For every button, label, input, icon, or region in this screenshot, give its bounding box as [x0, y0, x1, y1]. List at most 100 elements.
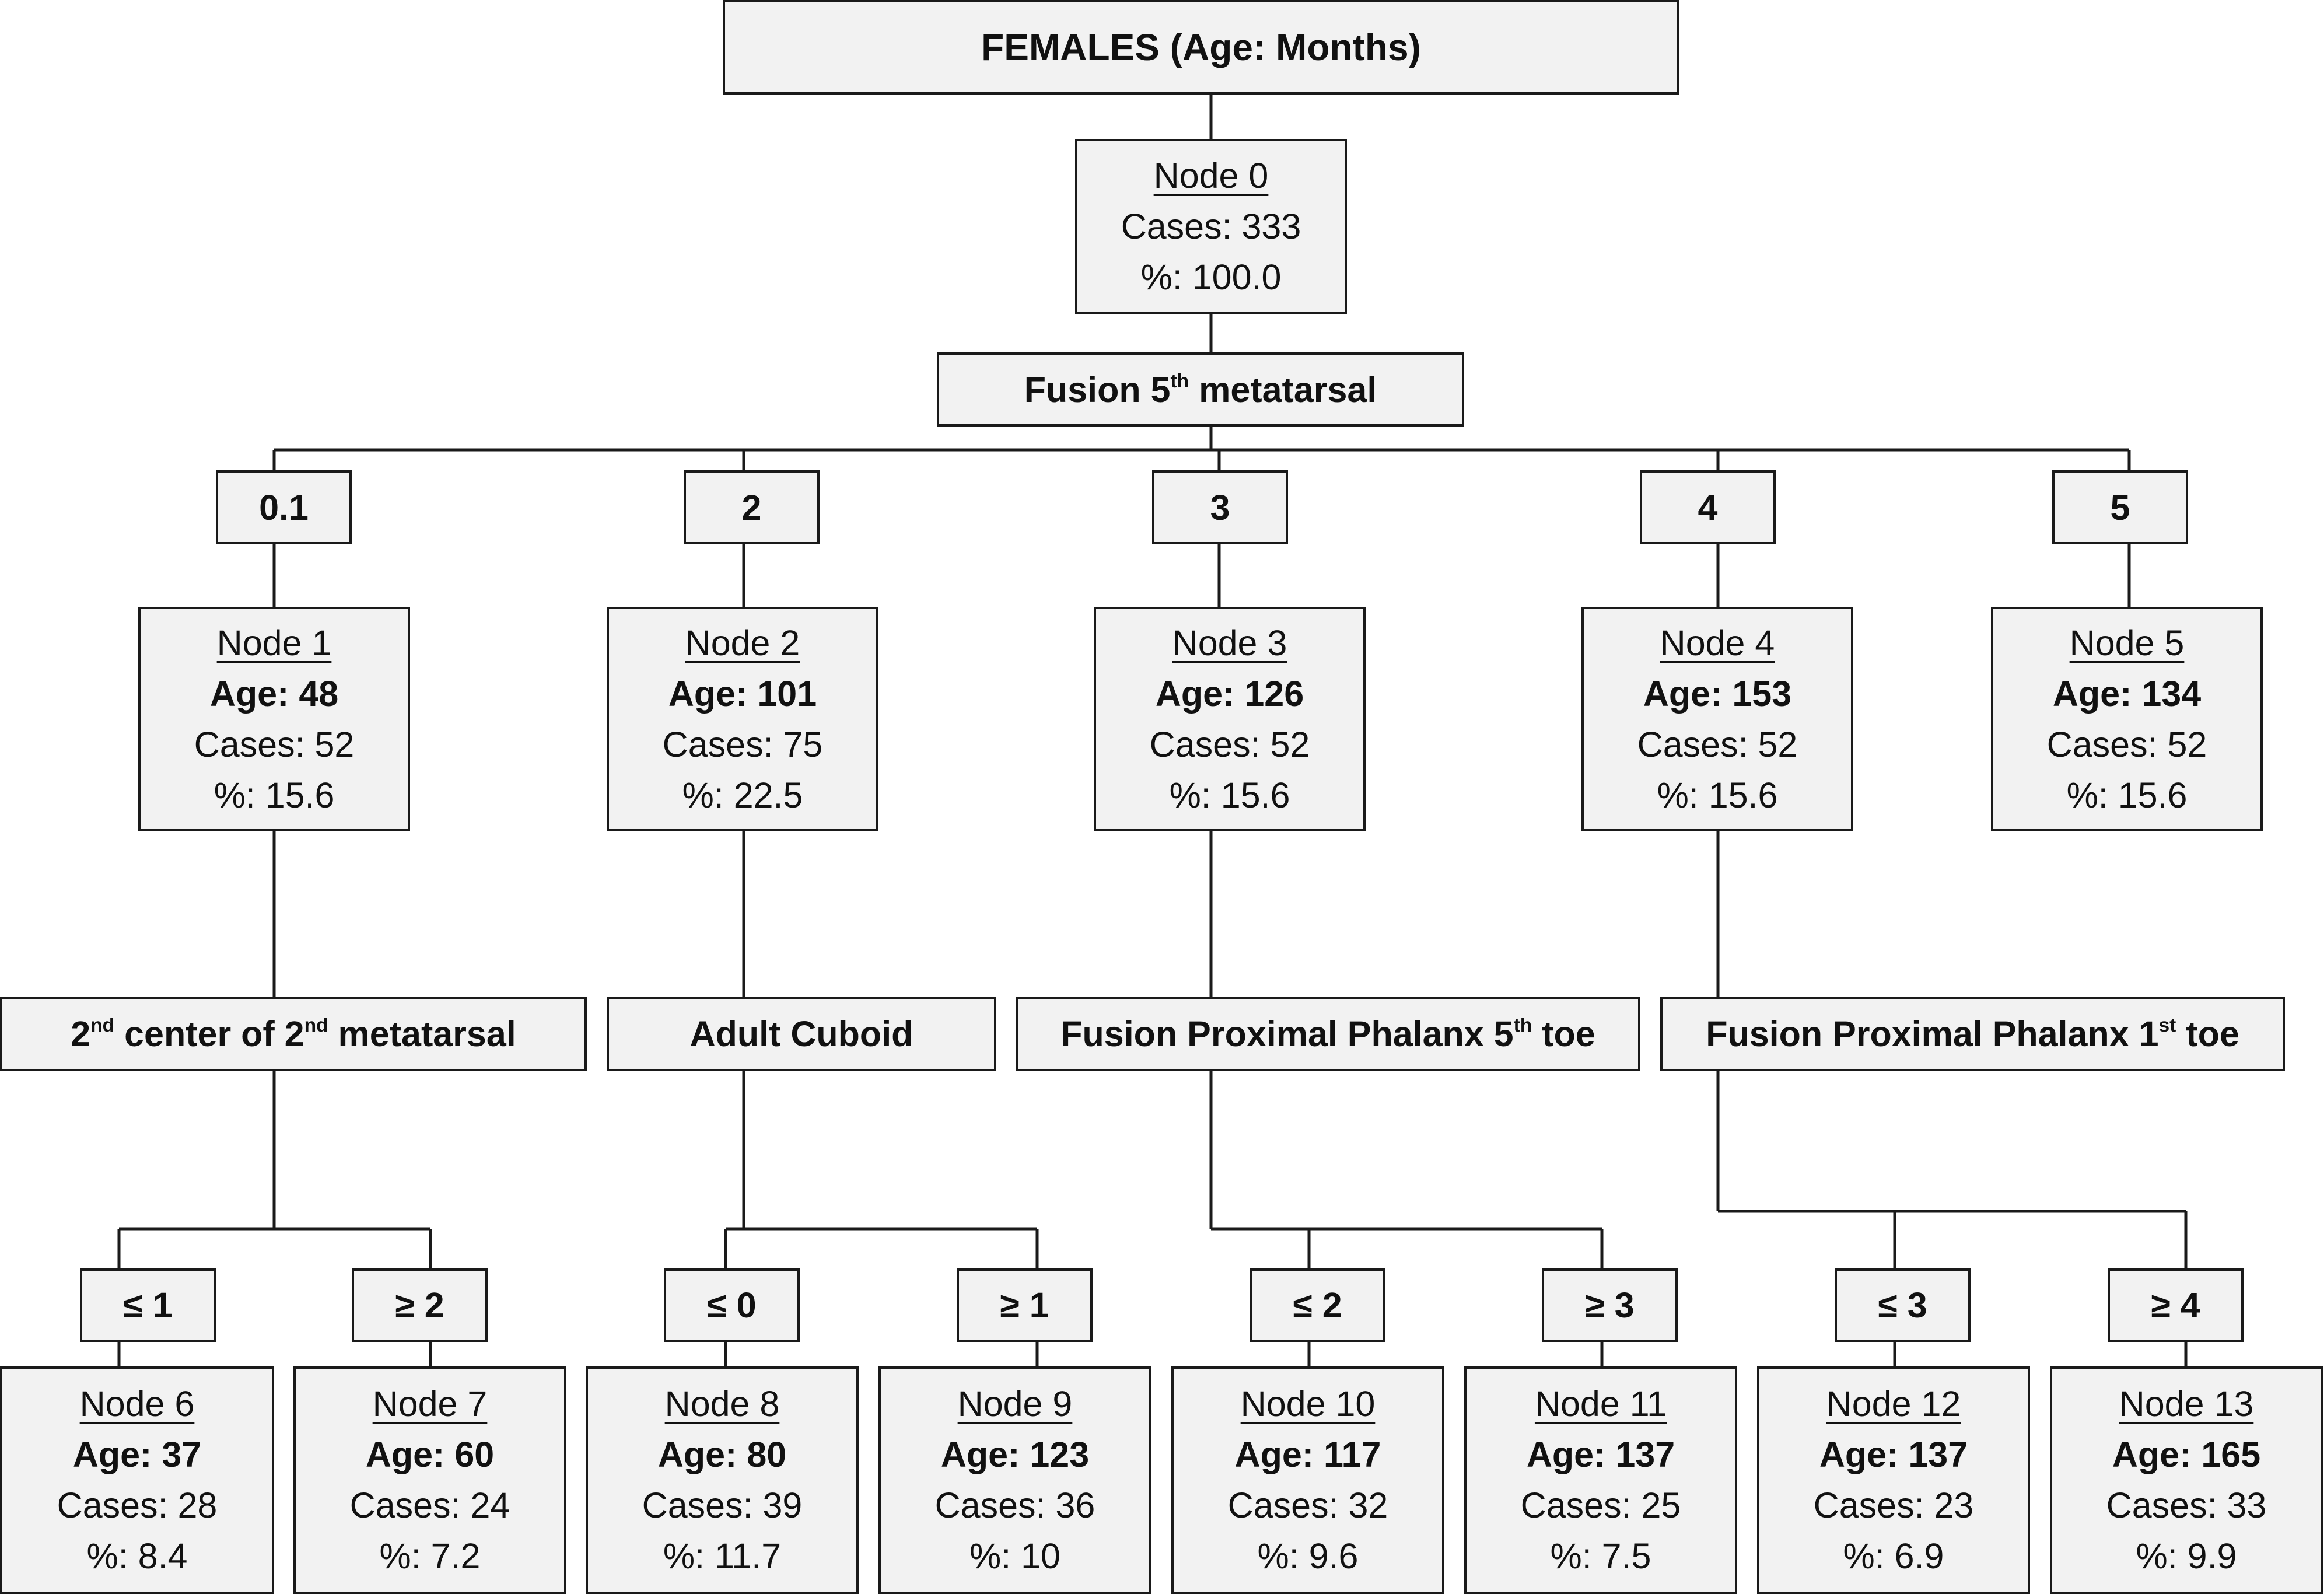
split-text-part: toe — [2176, 1014, 2239, 1054]
node-percent: %: 11.7 — [663, 1536, 782, 1576]
node-name: Node 11 — [1534, 1384, 1667, 1424]
branch-label: ≥ 1 — [957, 1268, 1093, 1342]
node-percent: %: 15.6 — [214, 775, 335, 815]
node-cases: Cases: 52 — [194, 724, 355, 764]
node-age: Age: 165 — [2112, 1435, 2261, 1474]
split-variable: Adult Cuboid — [607, 997, 996, 1071]
branch-label-text: 0.1 — [259, 487, 309, 527]
split-variable: 2nd center of 2nd metatarsal — [0, 997, 587, 1071]
node-cases: Cases: 23 — [1813, 1485, 1974, 1525]
node-name: Node 5 — [2069, 623, 2185, 663]
split-text-part: metatarsal — [328, 1014, 516, 1054]
node-8: Node 8 Age: 80 Cases: 39 %: 11.7 — [586, 1366, 859, 1594]
node-cases: Cases: 52 — [1149, 724, 1310, 764]
node-age: Age: 134 — [2052, 673, 2202, 714]
node-cases: Cases: 52 — [2046, 724, 2207, 764]
node-age: Age: 123 — [940, 1435, 1090, 1474]
node-age: Age: 80 — [657, 1435, 787, 1474]
node-cases: Cases: 32 — [1227, 1485, 1388, 1525]
split-variable-root: Fusion 5th metatarsal — [937, 352, 1464, 427]
node-11: Node 11 Age: 137 Cases: 25 %: 7.5 — [1464, 1366, 1737, 1594]
branch-label: 2 — [684, 470, 820, 544]
branch-label: 0.1 — [216, 470, 352, 544]
split-variable-text: Fusion 5th metatarsal — [1024, 369, 1377, 410]
node-6: Node 6 Age: 37 Cases: 28 %: 8.4 — [0, 1366, 274, 1594]
node-cases: Cases: 25 — [1520, 1485, 1681, 1525]
node-age: Age: 137 — [1819, 1435, 1968, 1474]
split-text-part: Fusion Proximal Phalanx 1 — [1706, 1014, 2159, 1054]
branch-label: 4 — [1640, 470, 1776, 544]
branch-label-text: ≥ 4 — [2151, 1285, 2200, 1325]
branch-label-text: 2 — [741, 487, 762, 527]
branch-label-text: ≤ 3 — [1878, 1285, 1927, 1325]
split-variable-text: Fusion Proximal Phalanx 5th toe — [1060, 1013, 1595, 1054]
branch-label-text: ≤ 0 — [707, 1285, 757, 1325]
split-variable-text: Adult Cuboid — [690, 1013, 914, 1054]
branch-label-text: 4 — [1698, 487, 1718, 527]
node-2: Node 2 Age: 101 Cases: 75 %: 22.5 — [607, 607, 878, 831]
node-age: Age: 60 — [365, 1435, 495, 1474]
diagram-title: FEMALES (Age: Months) — [723, 0, 1679, 95]
diagram-title-text: FEMALES (Age: Months) — [981, 26, 1421, 68]
node-name: Node 9 — [957, 1384, 1073, 1424]
node-percent: %: 15.6 — [1169, 775, 1290, 815]
node-name: Node 10 — [1240, 1384, 1376, 1424]
node-percent: %: 15.6 — [2066, 775, 2188, 815]
split-variable: Fusion Proximal Phalanx 1st toe — [1660, 997, 2285, 1071]
split-text-part: Fusion Proximal Phalanx 5 — [1060, 1014, 1514, 1054]
branch-label: ≥ 2 — [352, 1268, 488, 1342]
split-text-superscript: nd — [304, 1014, 328, 1036]
split-text-part: metatarsal — [1189, 369, 1377, 410]
node-cases: Cases: 52 — [1637, 724, 1798, 764]
node-percent: %: 22.5 — [682, 775, 803, 815]
node-age: Age: 137 — [1526, 1435, 1675, 1474]
node-cases: Cases: 33 — [2106, 1485, 2267, 1525]
branch-label-text: 3 — [1210, 487, 1230, 527]
node-age: Age: 101 — [668, 673, 817, 714]
split-text-part: 2 — [71, 1014, 91, 1054]
split-text-superscript: st — [2158, 1014, 2176, 1036]
branch-label-text: ≥ 2 — [395, 1285, 444, 1325]
node-4: Node 4 Age: 153 Cases: 52 %: 15.6 — [1581, 607, 1853, 831]
split-text-part: toe — [1532, 1014, 1595, 1054]
node-name: Node 0 — [1153, 155, 1269, 195]
node-0: Node 0 Cases: 333 %: 100.0 — [1075, 139, 1347, 314]
node-percent: %: 9.9 — [2136, 1536, 2237, 1576]
node-name: Node 1 — [216, 623, 332, 663]
branch-label-text: ≥ 1 — [1000, 1285, 1049, 1325]
node-13: Node 13 Age: 165 Cases: 33 %: 9.9 — [2050, 1366, 2323, 1594]
split-text-superscript: nd — [90, 1014, 115, 1036]
split-variable-text: Fusion Proximal Phalanx 1st toe — [1706, 1013, 2239, 1054]
node-age: Age: 117 — [1234, 1435, 1381, 1474]
node-percent: %: 6.9 — [1843, 1536, 1944, 1576]
branch-label: ≥ 4 — [2108, 1268, 2244, 1342]
node-3: Node 3 Age: 126 Cases: 52 %: 15.6 — [1094, 607, 1366, 831]
branch-label-text: ≤ 1 — [123, 1285, 173, 1325]
node-percent: %: 15.6 — [1657, 775, 1778, 815]
node-name: Node 4 — [1660, 623, 1775, 663]
node-percent: %: 9.6 — [1257, 1536, 1359, 1576]
node-7: Node 7 Age: 60 Cases: 24 %: 7.2 — [293, 1366, 566, 1594]
node-cases: Cases: 333 — [1121, 206, 1301, 246]
split-text-part: center of 2 — [114, 1014, 304, 1054]
node-age: Age: 126 — [1155, 673, 1304, 714]
branch-label-text: 5 — [2110, 487, 2130, 527]
node-percent: %: 7.5 — [1550, 1536, 1651, 1576]
branch-label: ≥ 3 — [1542, 1268, 1678, 1342]
split-text-superscript: th — [1513, 1014, 1532, 1036]
node-name: Node 3 — [1172, 623, 1287, 663]
branch-label: ≤ 0 — [664, 1268, 800, 1342]
branch-label: ≤ 3 — [1835, 1268, 1971, 1342]
node-percent: %: 8.4 — [86, 1536, 188, 1576]
node-percent: %: 10 — [970, 1536, 1060, 1576]
node-percent: %: 7.2 — [379, 1536, 481, 1576]
branch-label: ≤ 2 — [1250, 1268, 1385, 1342]
branch-label-text: ≤ 2 — [1293, 1285, 1342, 1325]
node-name: Node 8 — [664, 1384, 780, 1424]
split-variable: Fusion Proximal Phalanx 5th toe — [1016, 997, 1640, 1071]
node-name: Node 2 — [685, 623, 800, 663]
node-cases: Cases: 36 — [935, 1485, 1096, 1525]
node-1: Node 1 Age: 48 Cases: 52 %: 15.6 — [138, 607, 410, 831]
split-variable-text: 2nd center of 2nd metatarsal — [71, 1013, 516, 1054]
